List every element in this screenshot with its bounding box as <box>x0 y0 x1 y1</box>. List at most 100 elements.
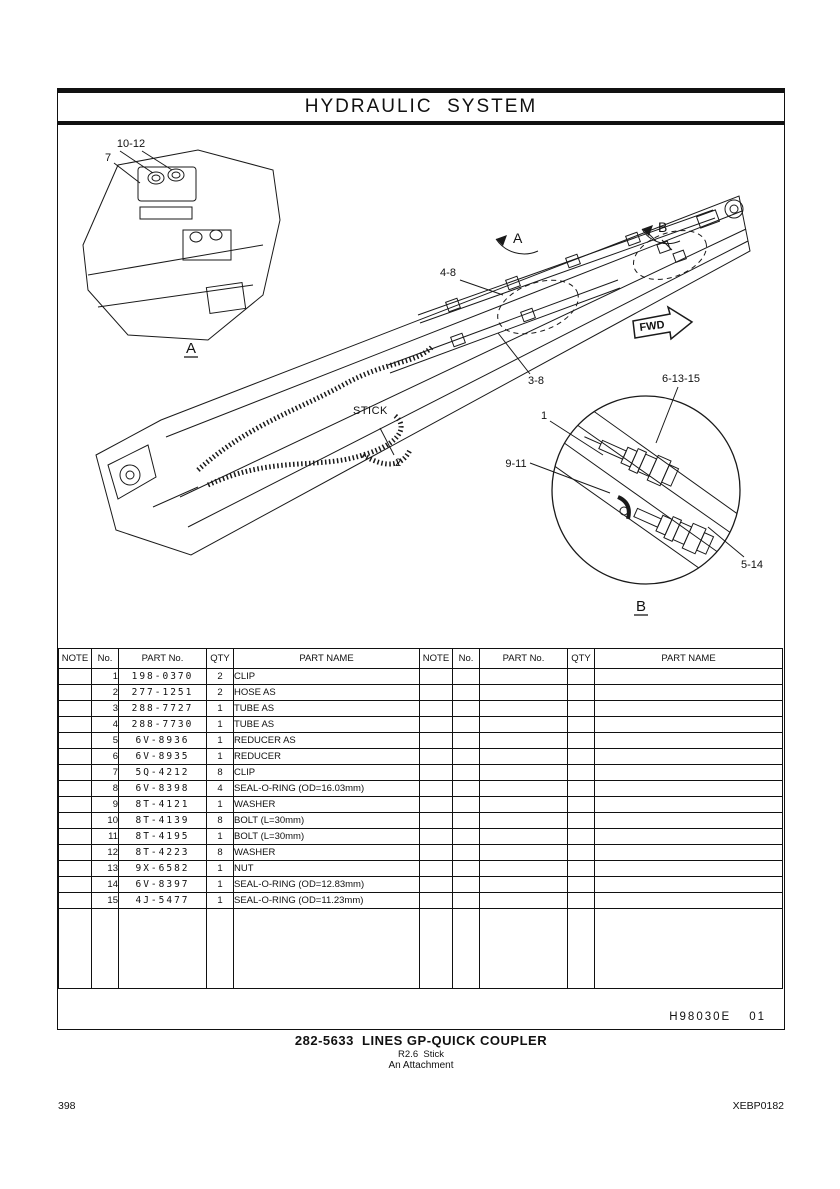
name-cell <box>594 860 783 877</box>
no-cell: 10 <box>91 812 119 829</box>
callout-6-13-15: 6-13-15 <box>662 373 700 385</box>
callout-1: 1 <box>541 410 547 422</box>
footer-code: XEBP0182 <box>732 1100 784 1112</box>
empty-cell <box>419 908 453 989</box>
name-cell <box>594 892 783 909</box>
no-cell: 3 <box>91 700 119 717</box>
name-cell <box>594 876 783 893</box>
qty-cell <box>567 684 595 701</box>
qty-cell: 1 <box>206 732 234 749</box>
part-cell <box>479 668 568 685</box>
no-cell <box>452 828 480 845</box>
part-cell <box>479 892 568 909</box>
no-cell: 4 <box>91 716 119 733</box>
qty-cell <box>567 748 595 765</box>
part-cell <box>479 732 568 749</box>
page-frame: HYDRAULIC SYSTEM <box>57 88 785 1030</box>
empty-cell <box>479 908 568 989</box>
table-filler-row <box>58 908 783 989</box>
name-cell <box>594 684 783 701</box>
no-cell: 9 <box>91 796 119 813</box>
table-header-row: NOTE No. PART No. QTY PART NAME NOTE No.… <box>58 648 783 669</box>
note-cell <box>58 828 92 845</box>
qty-cell <box>567 700 595 717</box>
part-cell <box>479 812 568 829</box>
no-cell: 11 <box>91 828 119 845</box>
no-cell <box>452 844 480 861</box>
part-cell: 288-7727 <box>118 700 207 717</box>
note-cell <box>419 844 453 861</box>
part-cell: 9X-6582 <box>118 860 207 877</box>
qty-cell <box>567 876 595 893</box>
view-a-letter: A <box>186 340 196 357</box>
no-cell <box>452 892 480 909</box>
qty-cell <box>567 732 595 749</box>
qty-cell <box>567 764 595 781</box>
note-cell <box>58 748 92 765</box>
qty-cell <box>567 796 595 813</box>
qty-cell: 1 <box>206 876 234 893</box>
callout-7: 7 <box>105 152 111 164</box>
name-cell: BOLT (L=30mm) <box>233 812 420 829</box>
name-cell: WASHER <box>233 796 420 813</box>
name-cell: SEAL-O-RING (OD=11.23mm) <box>233 892 420 909</box>
col-no-left: No. <box>91 648 119 669</box>
part-cell <box>479 684 568 701</box>
col-qty-left: QTY <box>206 648 234 669</box>
note-cell <box>419 732 453 749</box>
empty-cell <box>233 908 420 989</box>
no-cell <box>452 716 480 733</box>
no-cell: 13 <box>91 860 119 877</box>
name-cell: TUBE AS <box>233 700 420 717</box>
name-cell <box>594 700 783 717</box>
note-cell <box>419 684 453 701</box>
detail-a-view <box>82 149 281 341</box>
part-cell <box>479 876 568 893</box>
no-cell: 12 <box>91 844 119 861</box>
name-cell <box>594 668 783 685</box>
part-cell: 8T-4121 <box>118 796 207 813</box>
qty-cell: 2 <box>206 668 234 685</box>
no-cell: 2 <box>91 684 119 701</box>
empty-cell <box>567 908 595 989</box>
name-cell: SEAL-O-RING (OD=16.03mm) <box>233 780 420 797</box>
col-partname-right: PART NAME <box>594 648 783 669</box>
parts-table: NOTE No. PART No. QTY PART NAME NOTE No.… <box>58 648 783 989</box>
name-cell <box>594 764 783 781</box>
part-cell <box>479 764 568 781</box>
qty-cell: 1 <box>206 860 234 877</box>
note-cell <box>419 876 453 893</box>
col-partname-left: PART NAME <box>233 648 420 669</box>
name-cell <box>594 796 783 813</box>
name-cell: CLIP <box>233 764 420 781</box>
qty-cell <box>567 716 595 733</box>
no-cell: 1 <box>91 668 119 685</box>
arrow-a-letter: A <box>513 230 523 246</box>
part-cell: 277-1251 <box>118 684 207 701</box>
no-cell <box>452 860 480 877</box>
name-cell <box>594 716 783 733</box>
qty-cell: 2 <box>206 684 234 701</box>
qty-cell: 1 <box>206 828 234 845</box>
qty-cell: 4 <box>206 780 234 797</box>
no-cell: 5 <box>91 732 119 749</box>
callout-3-8: 3-8 <box>528 375 544 387</box>
name-cell <box>594 780 783 797</box>
fwd-arrow-label: FWD <box>639 319 665 334</box>
col-qty-right: QTY <box>567 648 595 669</box>
no-cell <box>452 796 480 813</box>
part-cell: 8T-4139 <box>118 812 207 829</box>
name-cell: REDUCER <box>233 748 420 765</box>
col-partno-right: PART No. <box>479 648 568 669</box>
